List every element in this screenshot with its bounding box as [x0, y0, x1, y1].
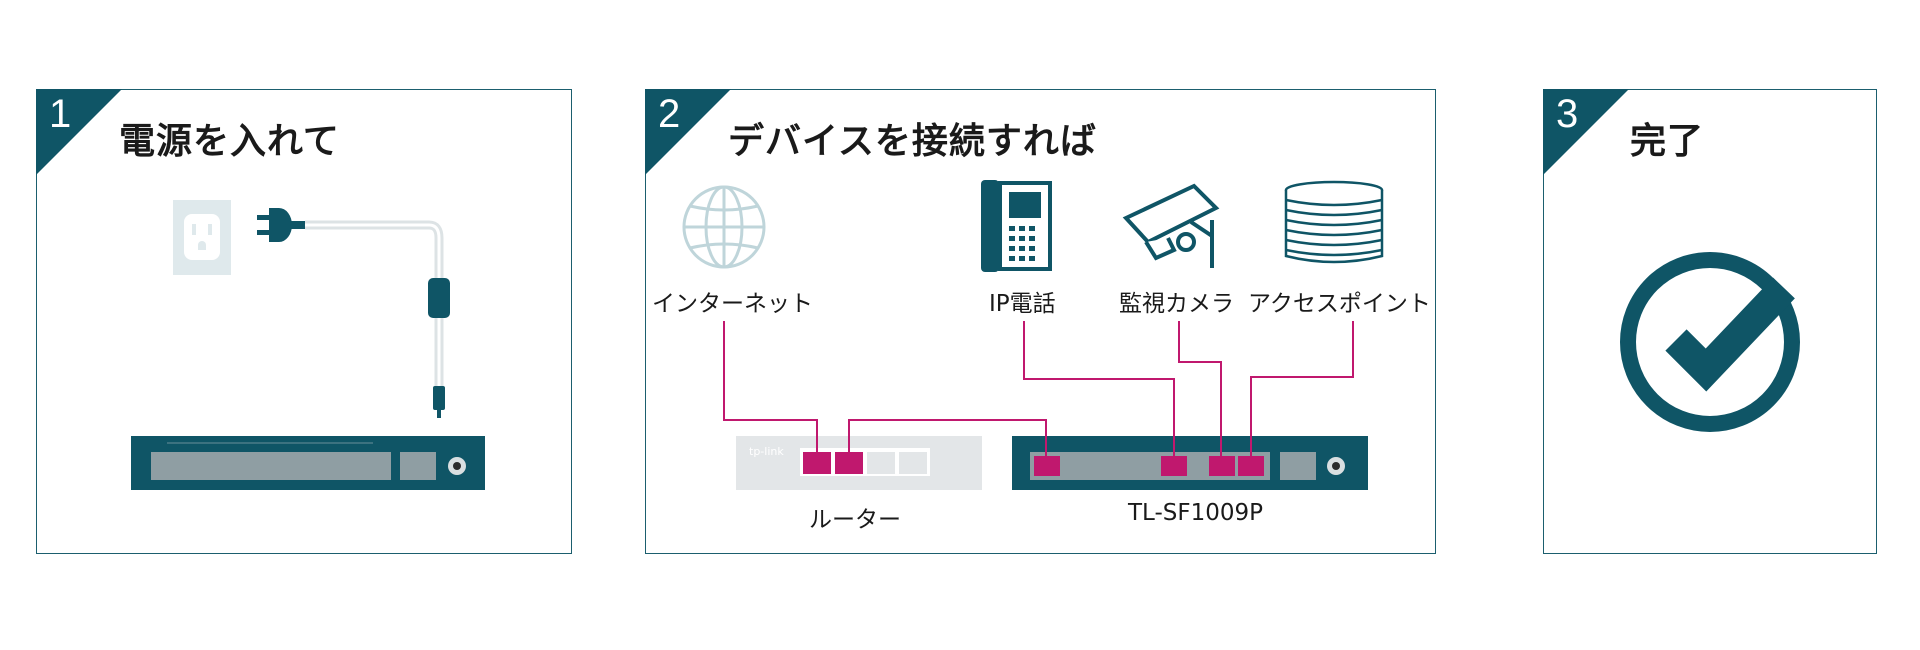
- connection-lines: [723, 321, 1354, 456]
- globe-icon: [682, 185, 766, 269]
- ip-phone-label: IP電話: [989, 291, 1056, 317]
- access-point-label: アクセスポイント: [1248, 291, 1431, 317]
- step-badge: [645, 89, 731, 175]
- camera-label: 監視カメラ: [1119, 291, 1234, 317]
- step-3-panel: 3 完了: [1543, 89, 1877, 554]
- step-number: 3: [1556, 92, 1579, 136]
- power-outlet-plug-icon: [131, 200, 485, 490]
- step-title: 電源を入れて: [119, 121, 340, 162]
- switch-label: TL-SF1009P: [1128, 500, 1263, 526]
- router-device: [736, 436, 982, 490]
- step-title: 完了: [1630, 121, 1705, 162]
- step-2-panel: 2 デバイスを接続すれば: [645, 89, 1436, 554]
- router-label: ルーター: [809, 507, 901, 533]
- router-brand-text: tp-link: [749, 445, 784, 458]
- ip-phone-icon: [981, 180, 1052, 272]
- step-title: デバイスを接続すれば: [728, 121, 1097, 162]
- access-point-icon: [1284, 180, 1384, 264]
- switch-device: [1012, 436, 1368, 490]
- security-camera-icon: [1122, 183, 1220, 268]
- step-badge: [36, 89, 122, 175]
- network-connection-icon: [682, 180, 1384, 490]
- check-circle-icon: [1620, 252, 1800, 432]
- step-number: 2: [658, 92, 681, 136]
- step-1-panel: 1 電源を入れて: [36, 89, 572, 554]
- internet-label: インターネット: [652, 291, 813, 317]
- step-number: 1: [49, 92, 72, 136]
- step-badge: [1543, 89, 1629, 175]
